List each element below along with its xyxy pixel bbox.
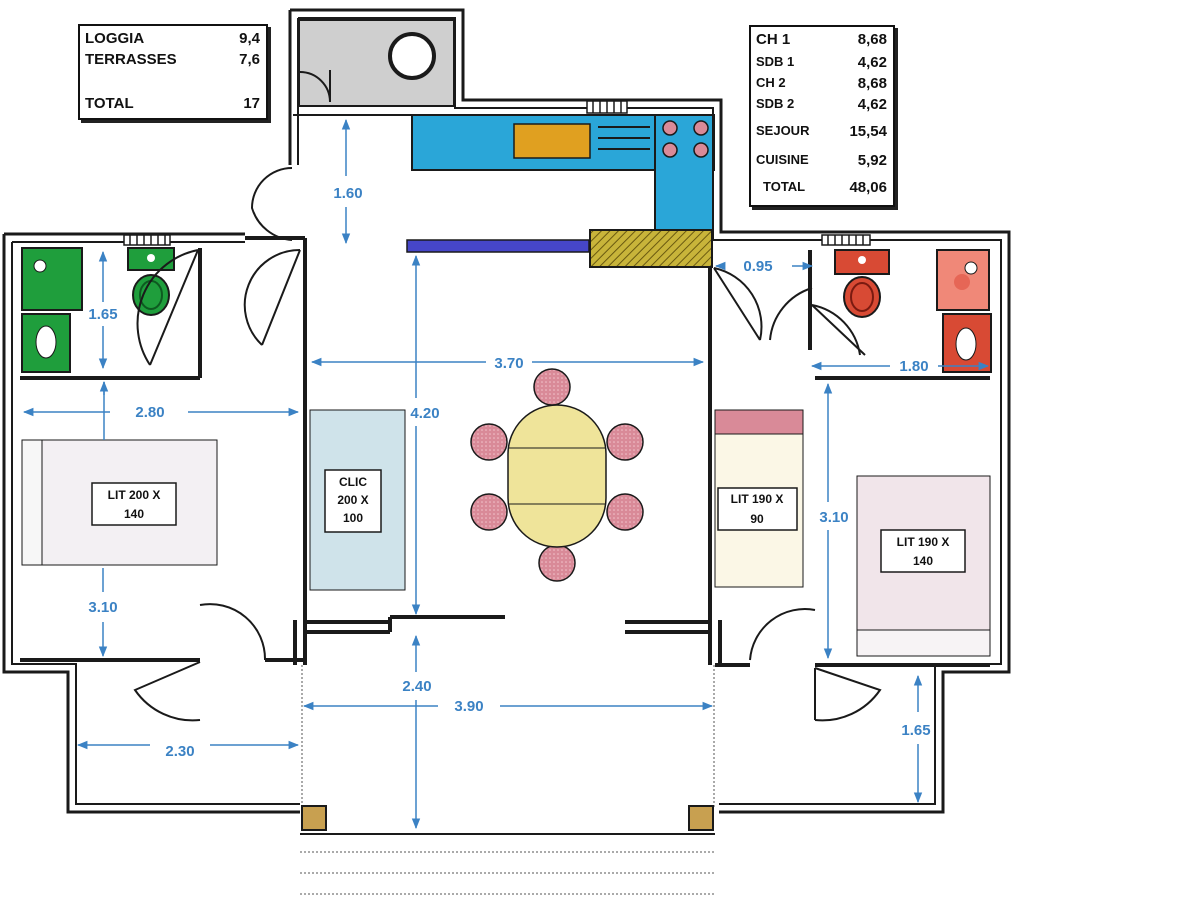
row-value: 4,62	[857, 96, 887, 113]
sofa-bed-label-line3: 100	[343, 511, 363, 525]
post-right	[688, 805, 714, 831]
loggia-boundary	[300, 665, 715, 895]
window-grilles	[123, 100, 871, 246]
post-left	[301, 805, 327, 831]
dim-entry-depth: 1.60	[333, 185, 362, 202]
bed-single: LIT 190 X 90	[714, 409, 804, 588]
dim-bedroom-left-depth: 3.10	[88, 599, 117, 616]
row-label: SEJOUR	[756, 123, 810, 138]
row-value: 15,54	[849, 123, 887, 140]
bed-left-label-line2: 140	[124, 507, 144, 521]
row-label: SDB 1	[756, 54, 795, 69]
dim-living-depth: 4.20	[410, 405, 439, 422]
dim-kitchen-gap: 0.95	[743, 258, 772, 275]
row-label: CUISINE	[756, 152, 809, 167]
table-row: SDB 1 4,62	[751, 54, 893, 74]
table-row: CH 2 8,68	[751, 75, 893, 95]
dim-living-width: 3.70	[494, 355, 523, 372]
row-value: 48,06	[849, 179, 887, 196]
row-label: TERRASSES	[85, 51, 177, 68]
row-label: LOGGIA	[85, 30, 145, 47]
dim-loggia-width: 3.90	[454, 698, 483, 715]
row-value: 7,6	[239, 51, 260, 68]
terrace-surface-table: LOGGIA 9,4 TERRASSES 7,6 TOTAL 17	[78, 24, 268, 120]
row-value: 17	[243, 95, 260, 112]
bed-right: LIT 190 X 140	[856, 475, 991, 657]
bed-single-label-line2: 90	[750, 512, 764, 526]
sofa-bed-label-line1: CLIC	[339, 475, 367, 489]
row-label: CH 1	[756, 31, 791, 48]
dimension-lines	[22, 118, 990, 830]
row-label: TOTAL	[85, 95, 134, 112]
row-value: 9,4	[239, 30, 260, 47]
dimension-labels: 1.60 0.95 1.65 2.80 3.70 4.20 1.80 3.10 …	[88, 185, 930, 760]
table-row: SEJOUR 15,54	[751, 123, 893, 143]
table-row: SDB 2 4,62	[751, 96, 893, 116]
sofa-bed: CLIC 200 X 100	[309, 409, 406, 591]
row-label: CH 2	[756, 75, 786, 90]
table-row: TOTAL 17	[80, 95, 266, 115]
interior-walls	[20, 114, 990, 667]
bathroom-left	[21, 247, 175, 373]
bed-left-label-line1: LIT 200 X	[108, 488, 161, 502]
dim-bedroom-right-depth: 3.10	[819, 509, 848, 526]
dim-loggia-depth: 2.40	[402, 678, 431, 695]
row-label: SDB 2	[756, 96, 795, 111]
dim-terrace-left-width: 2.30	[165, 743, 194, 760]
kitchen-counter	[406, 114, 715, 268]
dining-table	[470, 368, 644, 582]
row-value: 8,68	[857, 75, 887, 92]
row-value: 4,62	[857, 54, 887, 71]
bathroom-right	[834, 249, 992, 373]
dim-bath-right-width: 1.80	[899, 358, 928, 375]
dim-terrace-right-depth: 1.65	[901, 722, 930, 739]
dim-bath-left-depth: 1.65	[88, 306, 117, 323]
bed-right-label-line1: LIT 190 X	[897, 535, 950, 549]
table-row: TOTAL 48,06	[751, 179, 893, 199]
doors	[133, 167, 882, 722]
bed-right-label-line2: 140	[913, 554, 933, 568]
row-value: 5,92	[857, 152, 887, 169]
table-row: LOGGIA 9,4	[80, 30, 266, 50]
dim-bedroom-left-width: 2.80	[135, 404, 164, 421]
bed-left: LIT 200 X 140	[21, 439, 218, 566]
row-value: 8,68	[857, 31, 887, 48]
room-surface-table: CH 1 8,68 SDB 1 4,62 CH 2 8,68 SDB 2 4,6…	[749, 25, 895, 207]
utility-closet	[298, 19, 455, 107]
bed-single-label-line1: LIT 190 X	[731, 492, 784, 506]
table-row: CH 1 8,68	[751, 31, 893, 51]
sofa-bed-label-line2: 200 X	[337, 493, 368, 507]
row-label: TOTAL	[763, 179, 806, 194]
table-row: TERRASSES 7,6	[80, 51, 266, 71]
table-row: CUISINE 5,92	[751, 152, 893, 172]
